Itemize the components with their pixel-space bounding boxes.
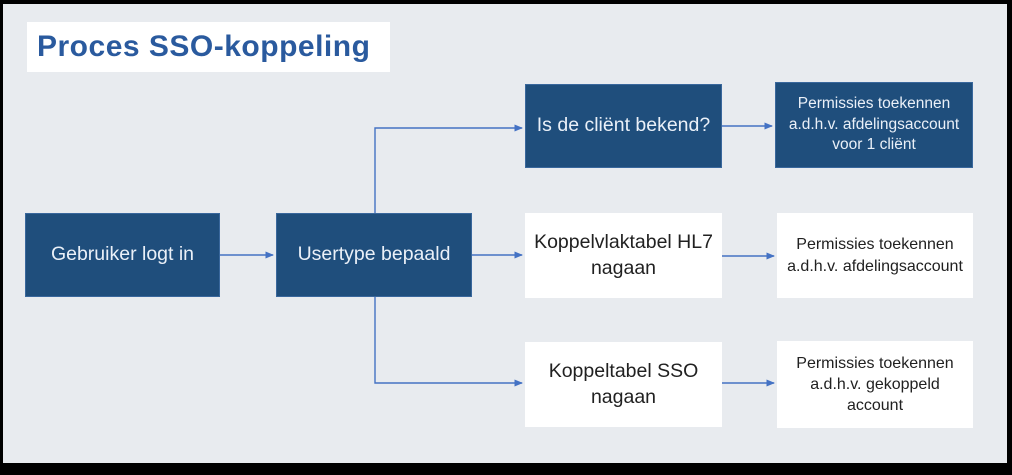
connector-usertype-to-sso [374, 297, 523, 387]
node-permissies-gekoppeld-account: Permissies toekennen a.d.h.v. gekoppeld … [777, 341, 973, 428]
node-permissies-voor-1-client: Permissies toekennen a.d.h.v. afdelingsa… [775, 82, 973, 168]
diagram-title-box: Proces SSO-koppeling [27, 22, 390, 72]
node-koppelvlaktabel-hl7: Koppelvlaktabel HL7 nagaan [525, 213, 722, 298]
node-is-de-client-bekend: Is de cliënt bekend? [525, 84, 722, 168]
node-usertype-bepaald: Usertype bepaald [276, 213, 472, 297]
diagram-title: Proces SSO-koppeling [37, 30, 371, 63]
node-gebruiker-logt-in: Gebruiker logt in [25, 213, 220, 297]
node-koppeltabel-sso: Koppeltabel SSO nagaan [525, 342, 722, 427]
connector-usertype-to-client-bekend [374, 124, 523, 213]
node-permissies-afdelingsaccount: Permissies toekennen a.d.h.v. afdelingsa… [777, 213, 973, 298]
